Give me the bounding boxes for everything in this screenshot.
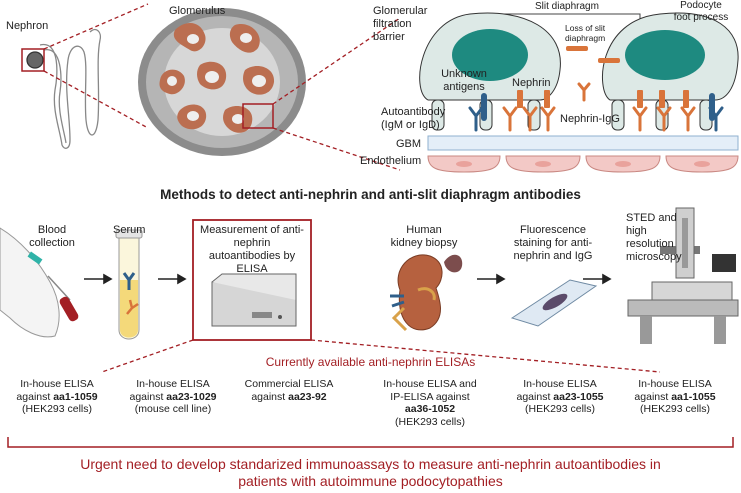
loss-slit-label-line1: Loss of slit <box>565 23 606 33</box>
endothelium-cells <box>427 155 739 173</box>
unknown-antigens-line1: Unknown <box>441 68 487 80</box>
nephrin-label: Nephrin <box>512 77 551 89</box>
gbm-label: GBM <box>396 138 422 150</box>
elisa-2-against: against <box>129 390 167 403</box>
arrow-icon <box>84 273 612 285</box>
measure-line2: nephrin <box>233 237 271 249</box>
autoantibody-label: Autoantibody (IgM or IgD) <box>381 106 445 132</box>
elisa-3-range: aa23-92 <box>288 390 327 403</box>
elisa-1-against: against <box>16 390 54 403</box>
elisa-item-4: In-house ELISA and IP-ELISA against aa36… <box>372 378 488 428</box>
conclusion-text: Urgent need to develop standarized immun… <box>0 456 741 490</box>
elisa-1-line1: In-house ELISA <box>20 378 94 390</box>
podocyte-label-line2: foot process <box>673 12 729 23</box>
glomerulus-label: Glomerulus <box>169 5 226 17</box>
tube-icon <box>115 229 143 340</box>
elisa-item-6: In-house ELISA against aa1-1055 (HEK293 … <box>620 378 730 416</box>
elisa-6-range: aa1-1055 <box>671 390 716 403</box>
kidney-icon <box>390 254 463 332</box>
elisa-2-line1: In-house ELISA <box>136 378 210 390</box>
elisa-item-2: In-house ELISA against aa23-1029 (mouse … <box>118 378 228 416</box>
autoantibody-line1: Autoantibody <box>381 106 446 118</box>
gfb-label-line1: Glomerular <box>373 5 428 17</box>
sted-label: STED and high resolution microscopy <box>626 212 682 264</box>
autoantibody-line2: (IgM or IgD) <box>381 119 440 131</box>
blood-line1: Blood <box>37 224 67 236</box>
sted-line3: resolution <box>626 238 674 250</box>
measure-line1: Measurement of anti- <box>200 224 304 236</box>
elisa-item-1: In-house ELISA against aa1-1059 (HEK293 … <box>2 378 112 416</box>
gfb-label-line3: barrier <box>373 31 405 43</box>
elisa-reader-icon <box>211 273 297 327</box>
elisa-3-line1: Commercial ELISA <box>244 378 334 390</box>
elisa-5-line1: In-house ELISA <box>523 378 597 390</box>
slide-icon <box>510 279 598 327</box>
elisa-item-3: Commercial ELISA against aa23-92 <box>234 378 344 403</box>
elisa-6-line1: In-house ELISA <box>638 378 712 390</box>
arm-icon <box>0 227 79 338</box>
sted-line2: high <box>626 225 647 237</box>
methods-title: Methods to detect anti-nephrin and anti-… <box>160 187 581 202</box>
gbm-layer <box>427 135 739 151</box>
kidney-biopsy-label: Human kidney biopsy <box>384 224 464 250</box>
blood-line2: collection <box>29 237 75 249</box>
conclusion-line2: patients with autoimmune podocytopathies <box>238 473 503 489</box>
elisa-measurement-label: Measurement of anti- nephrin autoantibod… <box>195 224 309 276</box>
elisa-4-line2: IP-ELISA against <box>390 390 470 403</box>
sted-line4: microscopy <box>626 251 682 263</box>
loss-slit-label: Loss of slit diaphragm <box>565 23 605 43</box>
nephrin-igg-label: Nephrin-IgG <box>560 113 620 125</box>
elisa-4-line1: In-house ELISA and <box>383 378 477 390</box>
nephron-icon <box>26 28 102 149</box>
conclusion-line1: Urgent need to develop standarized immun… <box>80 456 661 472</box>
unknown-antigens-label: Unknown antigens <box>434 68 494 94</box>
elisa-item-5: In-house ELISA against aa23-1055 (HEK293… <box>505 378 615 416</box>
elisa-5-range: aa23-1055 <box>553 390 604 403</box>
nephrin-molecules <box>517 46 689 108</box>
nephron-highlight-box <box>21 48 45 72</box>
elisa-3-against: against <box>251 390 289 403</box>
elisa-method-box <box>192 219 312 341</box>
elisa-5-against: against <box>516 390 554 403</box>
elisa-5-cells: (HEK293 cells) <box>524 403 596 415</box>
fluor-line2: staining for anti- <box>513 237 593 249</box>
serum-label: Serum <box>113 224 146 236</box>
elisa-1-cells: (HEK293 cells) <box>21 403 93 415</box>
conclusion-bracket <box>7 437 734 448</box>
measure-line4: ELISA <box>236 263 268 275</box>
microscope-icon <box>627 207 739 344</box>
elisa-4-range: aa36-1052 <box>404 403 456 415</box>
elisa-6-against: against <box>634 390 672 403</box>
elisa-6-cells: (HEK293 cells) <box>639 403 711 415</box>
elisa-4-cells: (HEK293 cells) <box>394 415 466 428</box>
elisa-2-range: aa23-1029 <box>166 390 217 403</box>
podocyte-icon <box>419 12 739 131</box>
unknown-antigens-line2: antigens <box>443 81 485 93</box>
elisa-header: Currently available anti-nephrin ELISAs <box>265 355 476 369</box>
slit-diaphragm-label: Slit diaphragm <box>535 1 599 12</box>
fluor-line3: nephrin and IgG <box>513 250 593 262</box>
fluorescence-label: Fluorescence staining for anti- nephrin … <box>506 224 600 263</box>
podocyte-label: Podocyte foot process <box>668 0 734 24</box>
loss-slit-label-line2: diaphragm <box>565 33 606 43</box>
fluor-line1: Fluorescence <box>519 224 587 236</box>
elisa-1-range: aa1-1059 <box>53 390 98 403</box>
endothelium-label: Endothelium <box>360 155 422 167</box>
gfb-label: Glomerular filtration barrier <box>373 5 427 44</box>
sted-line1: STED and <box>626 212 677 224</box>
blood-collection-label: Blood collection <box>22 224 82 250</box>
gfb-label-line2: filtration <box>373 18 412 30</box>
glomerulus-highlight-box <box>242 103 274 129</box>
kidney-line1: Human <box>406 224 442 236</box>
nephron-label: Nephron <box>6 20 49 32</box>
elisa-2-cells: (mouse cell line) <box>134 403 212 415</box>
podocyte-label-line1: Podocyte <box>680 0 722 11</box>
antibody-icon <box>468 82 724 132</box>
glomerulus-icon <box>138 8 306 156</box>
kidney-line2: kidney biopsy <box>390 237 458 249</box>
measure-line3: autoantibodies by <box>208 250 296 262</box>
